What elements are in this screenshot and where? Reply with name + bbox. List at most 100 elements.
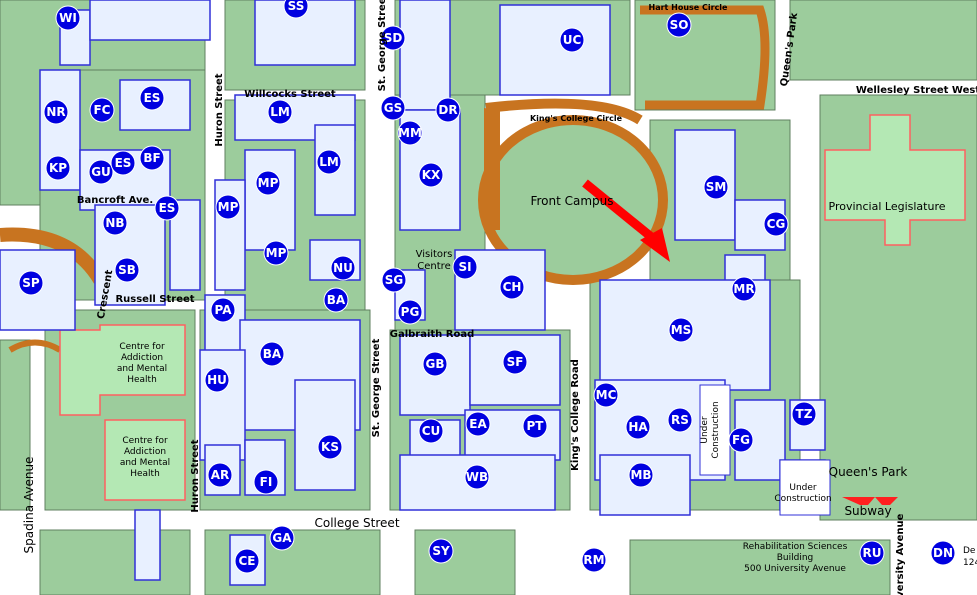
marker-sd[interactable]: SD <box>380 25 406 51</box>
marker-kp[interactable]: KP <box>45 155 71 181</box>
spadina-label: Spadina Avenue <box>22 457 36 554</box>
marker-label: HU <box>207 373 227 387</box>
marker-label: SS <box>288 0 305 13</box>
marker-ga[interactable]: GA <box>269 525 295 551</box>
marker-wi[interactable]: WI <box>55 5 81 31</box>
marker-label: KS <box>321 440 339 454</box>
block-so <box>634 0 776 111</box>
marker-ea[interactable]: EA <box>465 411 491 437</box>
marker-rs[interactable]: RS <box>667 407 693 433</box>
marker-dn[interactable]: DN <box>930 540 956 566</box>
marker-pt[interactable]: PT <box>522 413 548 439</box>
marker-label: SB <box>118 263 136 277</box>
marker-mb[interactable]: MB <box>628 462 654 488</box>
marker-ha[interactable]: HA <box>625 414 651 440</box>
marker-mm[interactable]: MM <box>397 120 423 146</box>
marker-so[interactable]: SO <box>666 12 692 38</box>
marker-kx[interactable]: KX <box>418 162 444 188</box>
marker-nr[interactable]: NR <box>43 99 69 125</box>
marker-lm-1[interactable]: LM <box>267 99 293 125</box>
marker-label: SI <box>458 260 471 274</box>
block-south-west <box>39 529 191 595</box>
marker-gb[interactable]: GB <box>422 351 448 377</box>
marker-sb[interactable]: SB <box>114 257 140 283</box>
marker-sf[interactable]: SF <box>502 349 528 375</box>
marker-label: NB <box>105 216 124 230</box>
marker-label: KP <box>49 161 67 175</box>
marker-ru[interactable]: RU <box>859 540 885 566</box>
marker-cg[interactable]: CG <box>763 211 789 237</box>
marker-label: FC <box>93 103 110 117</box>
marker-cu[interactable]: CU <box>418 418 444 444</box>
marker-pg[interactable]: PG <box>397 299 423 325</box>
visitors-centre-label-1: Visitors <box>416 249 453 260</box>
marker-rm[interactable]: RM <box>581 547 607 573</box>
provincial-legislature-label: Provincial Legislature <box>829 200 946 213</box>
marker-mc[interactable]: MC <box>593 382 619 408</box>
marker-ce[interactable]: CE <box>234 548 260 574</box>
marker-es-3[interactable]: ES <box>154 195 180 221</box>
marker-sm[interactable]: SM <box>703 174 729 200</box>
marker-mp-3[interactable]: MP <box>263 240 289 266</box>
marker-si[interactable]: SI <box>452 254 478 280</box>
marker-wb[interactable]: WB <box>464 464 490 490</box>
marker-label: RU <box>863 546 882 560</box>
marker-pa[interactable]: PA <box>210 297 236 323</box>
marker-tz[interactable]: TZ <box>791 401 817 427</box>
marker-label: CH <box>503 280 522 294</box>
marker-nu[interactable]: NU <box>330 255 356 281</box>
kings-college-road-label: King's College Road <box>570 359 581 471</box>
highlight-arrow-icon <box>582 179 670 262</box>
marker-label: BF <box>143 151 160 165</box>
camh-2-label-3: and Mental <box>120 458 170 468</box>
kings-college-circle-west <box>484 108 500 230</box>
marker-ss[interactable]: SS <box>283 0 309 19</box>
marker-es-1[interactable]: ES <box>139 85 165 111</box>
marker-ba-1[interactable]: BA <box>323 287 349 313</box>
marker-bf[interactable]: BF <box>139 145 165 171</box>
marker-label: UC <box>563 33 582 47</box>
marker-fg[interactable]: FG <box>728 427 754 453</box>
marker-sp[interactable]: SP <box>18 270 44 296</box>
hart-house-circle-label: Hart House Circle <box>649 3 729 12</box>
marker-lm-2[interactable]: LM <box>316 149 342 175</box>
marker-sy[interactable]: SY <box>428 538 454 564</box>
marker-ch[interactable]: CH <box>499 274 525 300</box>
marker-ms[interactable]: MS <box>668 317 694 343</box>
marker-hu[interactable]: HU <box>204 367 230 393</box>
marker-label: MC <box>596 388 617 402</box>
marker-ks[interactable]: KS <box>317 434 343 460</box>
marker-mr[interactable]: MR <box>731 276 757 302</box>
marker-label: MS <box>671 323 692 337</box>
marker-ar[interactable]: AR <box>207 462 233 488</box>
marker-gs[interactable]: GS <box>380 95 406 121</box>
kings-college-circle-label: King's College Circle <box>530 114 623 123</box>
marker-mp-2[interactable]: MP <box>215 194 241 220</box>
block-south-3 <box>629 539 891 595</box>
marker-mp-1[interactable]: MP <box>255 170 281 196</box>
marker-label: SD <box>384 31 403 45</box>
galbraith-label: Galbraith Road <box>390 329 475 340</box>
marker-es-2[interactable]: ES <box>110 150 136 176</box>
queens-park-subway-label-2: Subway <box>844 504 891 518</box>
block-west-edge <box>0 339 31 511</box>
marker-label: SF <box>507 355 524 369</box>
marker-sg[interactable]: SG <box>381 267 407 293</box>
marker-label: MR <box>733 282 754 296</box>
marker-fi[interactable]: FI <box>253 469 279 495</box>
university-label: University Avenue <box>895 513 906 595</box>
marker-gu[interactable]: GU <box>88 159 114 185</box>
under-construction-2-label-2: Construction <box>774 494 831 504</box>
marker-label: RS <box>671 413 689 427</box>
marker-ba-2[interactable]: BA <box>259 341 285 367</box>
camh-building-2 <box>104 419 186 501</box>
camh-1-label-1: Centre for <box>119 342 165 352</box>
building-markers[interactable]: WI SS SD UC SO NR FC ES LM GS DR MM KP G… <box>18 0 956 574</box>
marker-uc[interactable]: UC <box>559 27 585 53</box>
marker-label: HA <box>628 420 648 434</box>
marker-nb[interactable]: NB <box>102 210 128 236</box>
marker-fc[interactable]: FC <box>89 97 115 123</box>
marker-label: ES <box>115 156 132 170</box>
marker-dr[interactable]: DR <box>435 97 461 123</box>
